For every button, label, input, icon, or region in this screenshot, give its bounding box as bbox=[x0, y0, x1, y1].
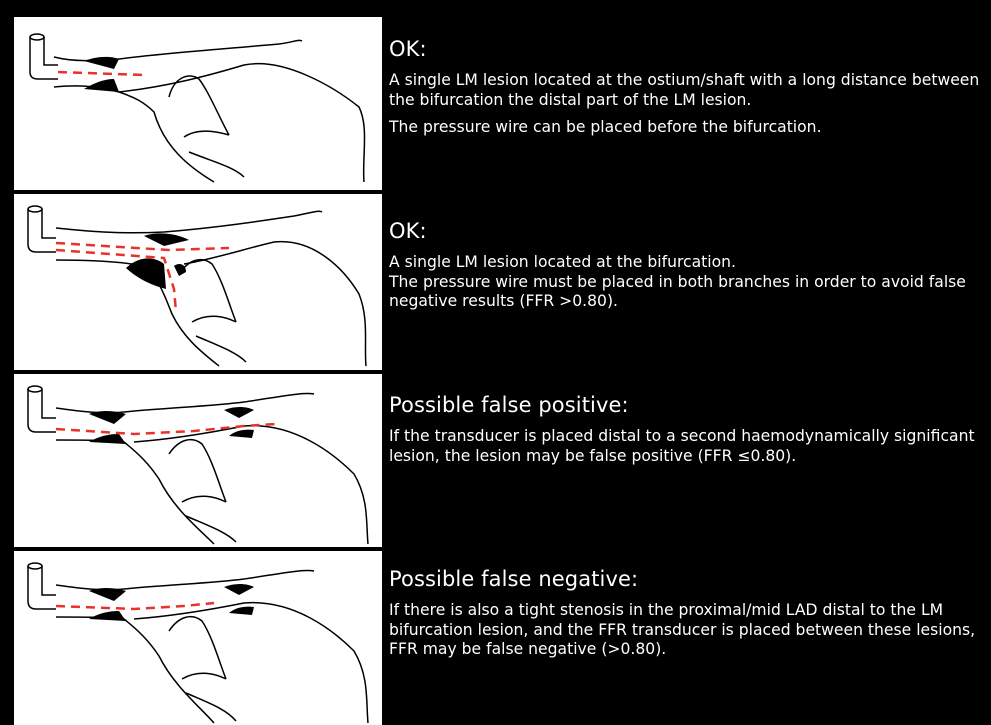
section-heading: Possible false positive: bbox=[389, 392, 989, 418]
lesion-upper bbox=[89, 588, 126, 601]
lm-upper-wall bbox=[56, 211, 322, 233]
guiding-catheter bbox=[28, 389, 56, 432]
lm-lower-wall bbox=[56, 440, 214, 544]
lesion-lad-upper bbox=[224, 407, 254, 418]
section-paragraph: The pressure wire can be placed before t… bbox=[389, 118, 989, 138]
coronary-diagram bbox=[14, 17, 382, 190]
lesion-lower bbox=[84, 79, 119, 92]
lm-lower-wall bbox=[56, 617, 214, 723]
section-ok-bifurcation: OK: A single LM lesion located at the bi… bbox=[389, 218, 989, 320]
section-heading: Possible false negative: bbox=[389, 566, 989, 592]
section-paragraph: If there is also a tight stenosis in the… bbox=[389, 601, 989, 660]
lesion-lower bbox=[89, 611, 126, 621]
coronary-diagram bbox=[14, 374, 382, 547]
section-paragraph: If the transducer is placed distal to a … bbox=[389, 427, 989, 466]
lesion-lower bbox=[89, 434, 126, 444]
pressure-wire bbox=[56, 603, 214, 609]
section-paragraph: The pressure wire must be placed in both… bbox=[389, 273, 989, 312]
section-paragraph: A single LM lesion located at the ostium… bbox=[389, 71, 989, 110]
lcx-branch bbox=[169, 440, 236, 542]
guiding-catheter bbox=[30, 37, 58, 79]
lesion-lad-upper bbox=[224, 584, 254, 595]
lesion-lcx bbox=[174, 264, 186, 276]
section-paragraph: A single LM lesion located at the bifurc… bbox=[389, 253, 989, 273]
section-heading: OK: bbox=[389, 36, 989, 62]
section-heading: OK: bbox=[389, 218, 989, 244]
lcx-branch bbox=[179, 260, 246, 362]
guiding-catheter bbox=[28, 566, 56, 609]
diagram-panel-ok-ostium bbox=[14, 17, 382, 190]
lad-lower-wall bbox=[134, 603, 368, 723]
lad-lower-wall bbox=[134, 426, 368, 544]
section-false-positive: Possible false positive: If the transduc… bbox=[389, 392, 989, 474]
coronary-diagram bbox=[14, 194, 382, 370]
diagram-panel-false-negative bbox=[14, 551, 382, 725]
lesion-lad-lower bbox=[229, 607, 254, 615]
pressure-wire-lad bbox=[56, 243, 229, 250]
guiding-catheter bbox=[28, 209, 56, 252]
lad-lower-wall bbox=[184, 242, 366, 366]
lesion-upper bbox=[144, 233, 189, 246]
pressure-wire bbox=[58, 72, 144, 75]
diagram-panel-ok-bifurcation bbox=[14, 194, 382, 370]
lcx-branch bbox=[169, 76, 244, 177]
lm-upper-wall bbox=[56, 570, 314, 589]
lad-lower-wall bbox=[119, 64, 365, 182]
lesion-lad-lower bbox=[229, 430, 254, 438]
lm-upper-wall bbox=[56, 393, 314, 412]
coronary-diagram bbox=[14, 551, 382, 725]
lesion-lower bbox=[126, 258, 166, 289]
section-false-negative: Possible false negative: If there is als… bbox=[389, 566, 989, 668]
lesion-upper bbox=[89, 411, 126, 424]
diagram-panel-false-positive bbox=[14, 374, 382, 547]
section-ok-ostium: OK: A single LM lesion located at the os… bbox=[389, 36, 989, 146]
lcx-branch bbox=[169, 617, 236, 721]
lm-upper-wall bbox=[54, 40, 302, 60]
lesion-upper bbox=[84, 57, 119, 69]
